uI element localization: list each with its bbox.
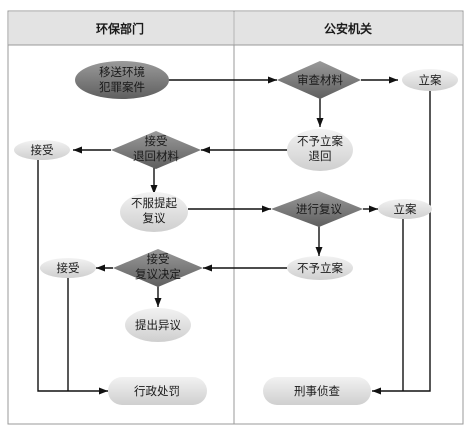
node-label: 不服提起 xyxy=(131,196,177,210)
node-file-case-2: 立案 xyxy=(378,199,432,219)
node-label: 刑事侦查 xyxy=(294,384,340,398)
node-accept-1: 接受 xyxy=(14,140,70,160)
node-label: 接受 xyxy=(145,134,168,148)
node-disagree: 不服提起 复议 xyxy=(120,192,188,232)
arrow-file-case-1-to-investigation xyxy=(372,89,431,395)
node-label: 复议 xyxy=(143,211,166,225)
node-label: 接受 xyxy=(31,143,54,157)
node-label: 进行复议 xyxy=(296,202,342,216)
node-label: 接受 xyxy=(147,252,170,266)
node-accept-decision: 接受 复议决定 xyxy=(113,249,203,287)
column-title-env: 环保部门 xyxy=(96,21,144,36)
arrow-accept-1-to-penalty xyxy=(37,160,108,395)
node-label: 审查材料 xyxy=(297,73,343,87)
node-label: 移送环境 xyxy=(99,65,145,79)
node-label: 立案 xyxy=(419,73,442,87)
node-admin-penalty: 行政处罚 xyxy=(108,377,207,405)
node-transfer-case: 移送环境 犯罪案件 xyxy=(75,61,169,99)
column-title-police: 公安机关 xyxy=(324,21,372,36)
node-review-materials: 审查材料 xyxy=(277,61,361,99)
node-label: 立案 xyxy=(394,202,417,216)
node-label: 犯罪案件 xyxy=(99,80,145,94)
connectors xyxy=(37,76,431,395)
node-label: 不予立案 xyxy=(297,261,343,275)
node-accept-return: 接受 退回材料 xyxy=(111,131,201,169)
node-no-file: 不予立案 xyxy=(287,256,353,280)
node-label: 退回材料 xyxy=(133,149,179,163)
node-label: 行政处罚 xyxy=(134,384,180,398)
node-label: 退回 xyxy=(309,149,332,163)
node-reconsider: 进行复议 xyxy=(271,191,363,227)
node-accept-2: 接受 xyxy=(40,258,96,278)
node-file-case-1: 立案 xyxy=(402,69,458,91)
column-header-right xyxy=(235,12,462,45)
node-objection: 提出异议 xyxy=(125,308,191,342)
column-header-left xyxy=(9,12,233,45)
node-criminal-investigation: 刑事侦查 xyxy=(263,377,371,405)
node-label: 提出异议 xyxy=(135,318,181,332)
node-no-file-return: 不予立案 退回 xyxy=(287,129,353,171)
node-label: 不予立案 xyxy=(297,134,343,148)
node-label: 复议决定 xyxy=(135,267,181,281)
node-label: 接受 xyxy=(57,261,80,275)
